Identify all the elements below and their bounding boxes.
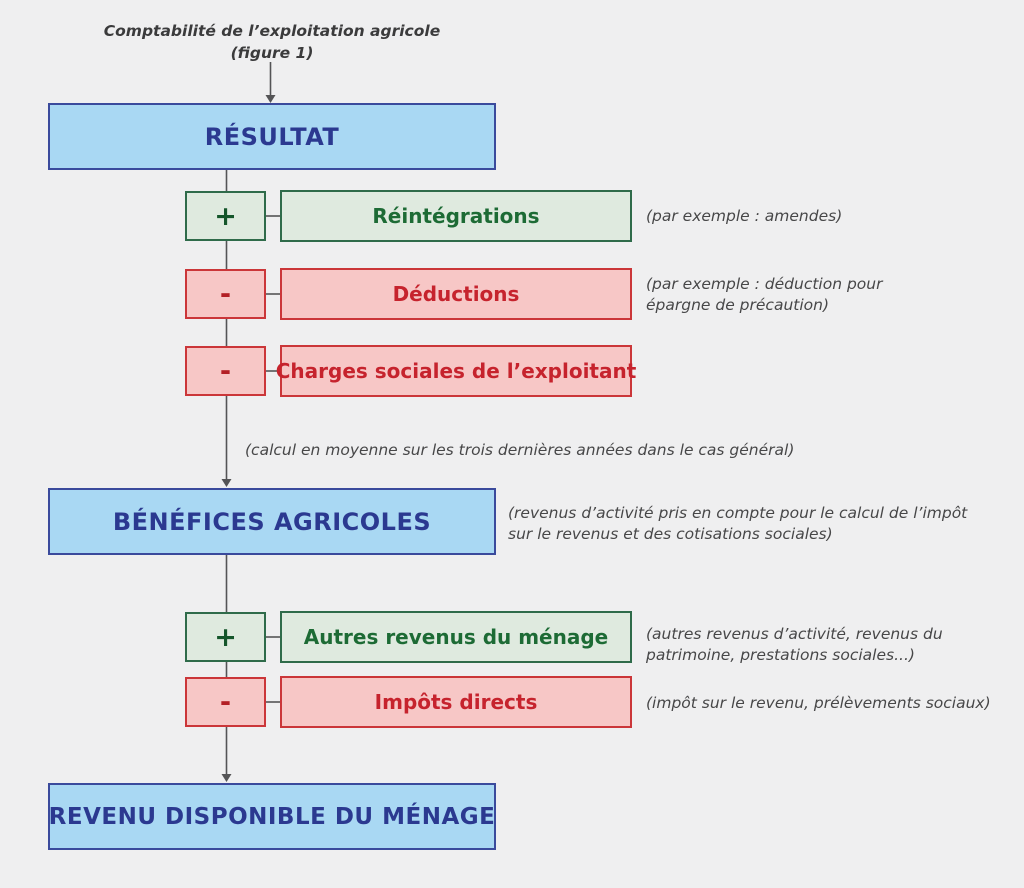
deductions-box: Déductions [280, 268, 632, 320]
autres-revenus-note: (autres revenus d’activité, revenus du p… [646, 625, 943, 664]
diagram-title: Comptabilité de l’exploitation agricole … [0, 20, 544, 64]
revenu-disponible-box: REVENU DISPONIBLE DU MÉNAGE [48, 783, 496, 850]
reintegrations-box: Réintégrations [280, 190, 632, 242]
arrow-down-icon [221, 479, 232, 487]
plus-sign-box: + [185, 191, 266, 241]
diagram-title-line1: Comptabilité de l’exploitation agricole [103, 22, 441, 40]
arrow-down-icon [221, 774, 232, 782]
autres-revenus-box: Autres revenus du ménage [280, 611, 632, 663]
average-calculation-note: (calcul en moyenne sur les trois dernièr… [245, 441, 795, 459]
arrow-down-icon [265, 95, 276, 103]
plus-sign-box: + [185, 612, 266, 662]
reintegrations-note: (par exemple : amendes) [646, 207, 843, 225]
diagram-title-line2: (figure 1) [230, 44, 314, 62]
impots-directs-box: Impôts directs [280, 676, 632, 728]
charges-sociales-box: Charges sociales de l’exploitant [276, 345, 636, 397]
impots-directs-note: (impôt sur le revenu, prélèvements socia… [646, 694, 991, 712]
minus-sign-box: - [185, 346, 266, 396]
resultat-box: RÉSULTAT [48, 103, 496, 170]
minus-sign-box: - [185, 269, 266, 319]
benefices-note: (revenus d’activité pris en compte pour … [508, 504, 968, 543]
minus-sign-box: - [185, 677, 266, 727]
benefices-agricoles-box: BÉNÉFICES AGRICOLES [48, 488, 496, 555]
deductions-note: (par exemple : déduction pour épargne de… [646, 275, 883, 314]
